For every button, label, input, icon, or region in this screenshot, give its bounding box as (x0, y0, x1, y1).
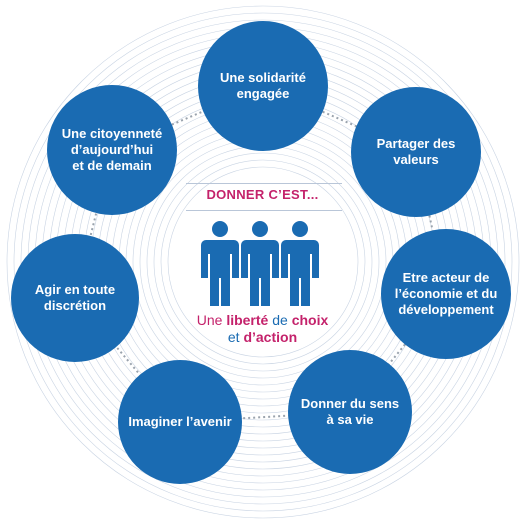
bubble-citoyennete: Une citoyenneté d’aujourd’hui et de dema… (47, 85, 177, 215)
center-title: DONNER C’EST... (206, 187, 319, 202)
center-tagline: Une liberté de choix et d’action (160, 312, 365, 346)
bubble-donner-sens: Donner du sens à sa vie (288, 350, 412, 474)
background-ring (167, 166, 359, 358)
bubble-acteur-economie: Etre acteur de l’économie et du développ… (381, 229, 511, 359)
tagline-word: liberté (226, 312, 269, 328)
bubble-solidarite: Une solidarité engagée (198, 21, 328, 151)
title-rule-top (186, 183, 342, 184)
tagline-word: d’action (243, 329, 298, 345)
tagline-word: Une (196, 312, 227, 328)
bubble-imaginer-avenir: Imaginer l’avenir (118, 360, 242, 484)
title-rule-bottom (186, 210, 342, 211)
bubble-partager-valeurs: Partager des valeurs (351, 87, 481, 217)
tagline-word: de (268, 312, 292, 328)
background-ring (153, 152, 373, 372)
bubble-agir-discretion: Agir en toute discrétion (11, 234, 139, 362)
tagline-word: et (227, 329, 244, 345)
background-ring (13, 12, 513, 512)
tagline-word: choix (291, 312, 329, 328)
background-ring (160, 159, 366, 365)
people-icon (201, 221, 319, 306)
background-ring (6, 5, 520, 519)
